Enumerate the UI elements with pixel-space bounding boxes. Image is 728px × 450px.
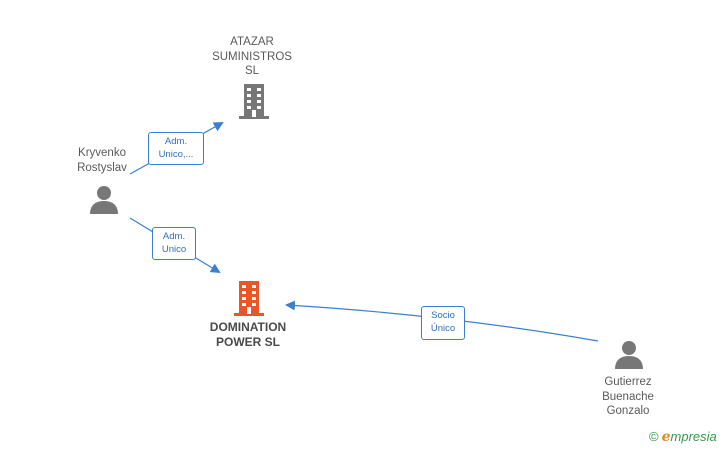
edge-label-adm-unico-1[interactable]: Adm. Unico,...: [148, 132, 204, 165]
brand-name: mpresia: [670, 429, 717, 444]
brand-logo: ©empresia: [649, 429, 717, 445]
person-icon[interactable]: [614, 340, 644, 370]
building-icon[interactable]: [238, 84, 270, 120]
edge-label-line1: Socio: [431, 310, 455, 321]
edge-label-adm-unico-2[interactable]: Adm. Unico: [152, 227, 196, 260]
person-icon[interactable]: [89, 185, 119, 215]
node-label-gutierrez: Gutierrez Buenache Gonzalo: [602, 376, 654, 417]
building-icon[interactable]: [233, 281, 265, 317]
node-label-atazar: ATAZAR SUMINISTROS SL: [212, 36, 292, 77]
edge-label-line2: Unico,...: [158, 149, 194, 160]
edge-label-socio-unico[interactable]: Socio Único: [421, 306, 465, 340]
brand-e: e: [661, 429, 671, 445]
edge-label-line1: Adm.: [162, 231, 186, 242]
edge-label-line2: Único: [430, 323, 456, 334]
node-label-domination: DOMINATION POWER SL: [209, 320, 287, 349]
node-label-kryvenko: Kryvenko Rostyslav: [77, 147, 127, 174]
copyright-icon: ©: [649, 429, 659, 444]
edge-label-line1: Adm.: [164, 136, 188, 147]
edge-label-line2: Unico: [161, 244, 187, 255]
